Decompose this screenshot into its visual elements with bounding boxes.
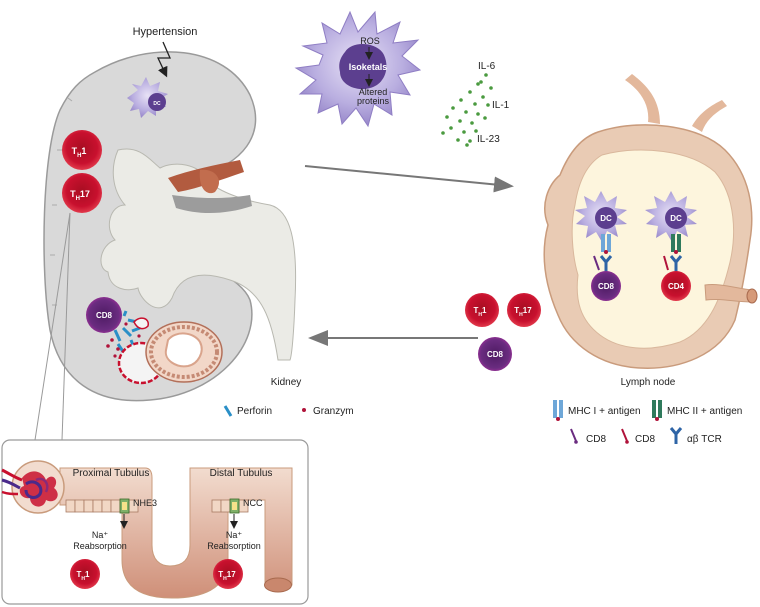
- il23-label: IL-23: [477, 134, 500, 145]
- proximal-tubulus-label: Proximal Tubulus: [73, 468, 150, 479]
- legend-cd8-a-label: CD8: [586, 434, 606, 445]
- svg-text:CD8: CD8: [96, 311, 113, 320]
- granzym-legend-label: Granzym: [313, 406, 354, 417]
- mhc1-tcr-complex: [593, 234, 613, 272]
- svg-text:DC: DC: [600, 214, 612, 223]
- th1-cell-kidney: TH1: [62, 130, 102, 170]
- glomerulus: [1, 460, 65, 514]
- zoom-line-right: [61, 212, 71, 441]
- dc-kidney: [127, 77, 168, 118]
- ncc-transporter: [229, 498, 240, 514]
- svg-text:Altered: Altered: [359, 87, 388, 97]
- svg-text:TH17: TH17: [218, 570, 236, 582]
- distal-epithelium: [211, 499, 249, 513]
- nhe3-transporter: [119, 498, 130, 514]
- svg-text:TH1: TH1: [72, 146, 87, 159]
- svg-text:Na⁺: Na⁺: [226, 530, 243, 540]
- legend-cd8-b-label: CD8: [635, 434, 655, 445]
- svg-text:CD8: CD8: [487, 350, 504, 359]
- na-reabsorption-proximal: Reabsorption: [73, 541, 127, 551]
- svg-text:CD4: CD4: [668, 282, 685, 291]
- cytokine-dots: [441, 73, 493, 147]
- dc-large: [294, 10, 422, 128]
- svg-text:DC: DC: [153, 101, 161, 107]
- nhe3-label: NHE3: [133, 498, 157, 508]
- legend-cd8-purple-icon: [570, 428, 577, 442]
- perforin-legend-icon: [223, 405, 233, 417]
- il1-label: IL-1: [492, 100, 510, 111]
- legend-mhc2-icon: [652, 400, 662, 421]
- cd8-cell-lymph: CD8: [591, 271, 621, 301]
- mhc2-tcr-complex: [663, 234, 683, 272]
- th17-cell-kidney: TH17: [62, 173, 102, 213]
- svg-text:TH1: TH1: [474, 306, 488, 318]
- th1-cell-inset: TH1: [70, 559, 100, 589]
- svg-text:Isoketals: Isoketals: [349, 62, 388, 72]
- il6-label: IL-6: [478, 61, 496, 72]
- cd4-cell-lymph: CD4: [661, 271, 691, 301]
- dc-lymph-1: [575, 191, 627, 242]
- svg-text:ROS: ROS: [360, 36, 380, 46]
- th17-cell-inset: TH17: [213, 559, 243, 589]
- arrow-to-lymph-node: [304, 165, 514, 193]
- svg-text:CD8: CD8: [598, 282, 615, 291]
- tubule-cross-section: [145, 321, 223, 383]
- svg-text:DC: DC: [670, 214, 682, 223]
- legend-mhc1-icon: [553, 400, 563, 421]
- svg-text:TH17: TH17: [514, 306, 532, 318]
- legend-tcr-label: αβ TCR: [687, 434, 722, 445]
- kidney-label: Kidney: [271, 377, 302, 388]
- legend-mhc1-label: MHC I + antigen: [568, 406, 641, 417]
- th1-cell-migrating: TH1: [465, 293, 499, 327]
- svg-text:TH1: TH1: [77, 570, 91, 582]
- lightning-icon: [156, 41, 171, 78]
- granzyme-dots: [106, 322, 141, 358]
- th17-cell-migrating: TH17: [507, 293, 541, 327]
- granzym-legend-icon: [302, 408, 306, 412]
- lymph-node-label: Lymph node: [621, 377, 676, 388]
- ncc-label: NCC: [243, 498, 263, 508]
- cd8-cell-kidney: CD8: [86, 297, 122, 333]
- cd8-cell-migrating: CD8: [478, 337, 512, 371]
- dc-lymph-2: [645, 191, 697, 242]
- svg-text:TH17: TH17: [70, 189, 90, 202]
- svg-text:Na⁺: Na⁺: [92, 530, 109, 540]
- distal-tubulus-label: Distal Tubulus: [210, 468, 273, 479]
- na-reabsorption-distal: Reabsorption: [207, 541, 261, 551]
- svg-text:proteins: proteins: [357, 96, 390, 106]
- legend-mhc2-label: MHC II + antigen: [667, 406, 742, 417]
- hypertension-label: Hypertension: [133, 26, 198, 38]
- legend-cd8-red-icon: [621, 428, 628, 442]
- legend-tcr-icon: [669, 427, 683, 444]
- zoom-line-left: [34, 212, 71, 441]
- perforin-legend-label: Perforin: [237, 406, 272, 417]
